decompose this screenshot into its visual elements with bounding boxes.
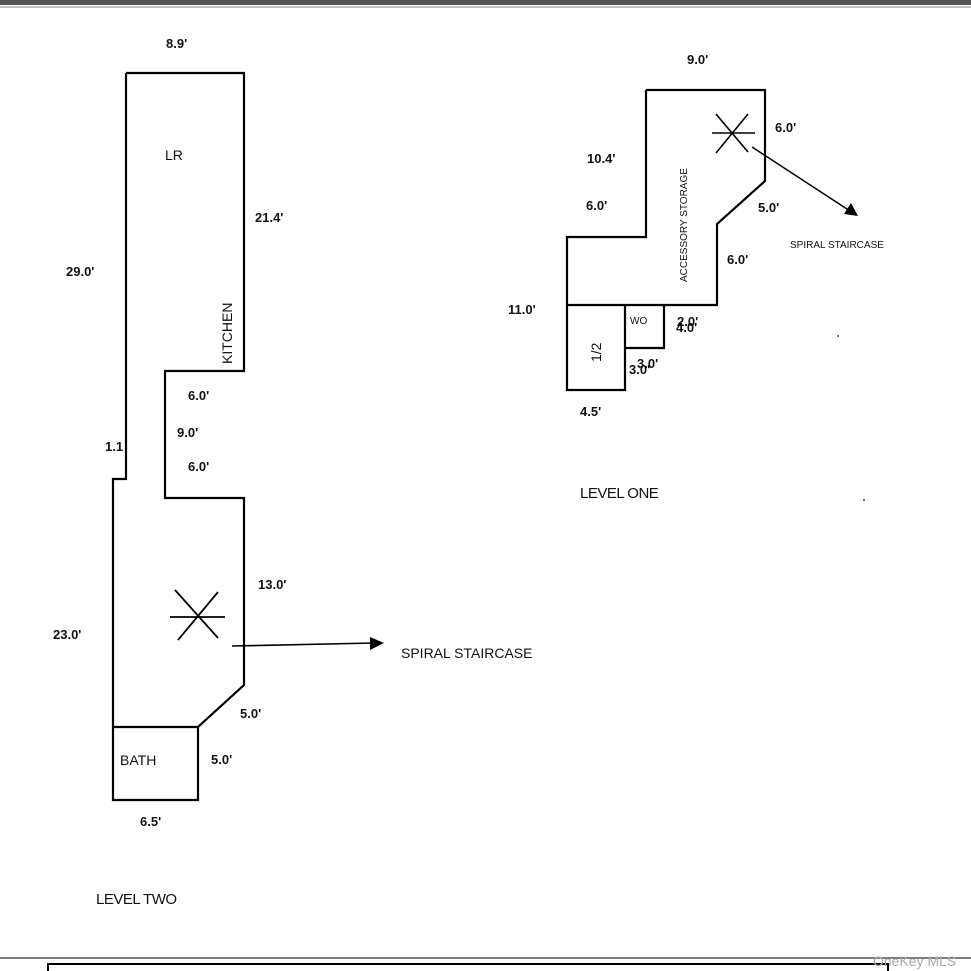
top-border [0, 0, 971, 5]
level-one-plan: 9.0' 6.0' 10.4' ACCESSORY STORAGE 6.0' 5… [508, 52, 884, 502]
dim-step-top-one: 6.0' [586, 198, 607, 213]
staircase-label-one: SPIRAL STAIRCASE [790, 240, 884, 251]
bottom-frame [0, 957, 971, 971]
dim-notch-top: 6.0' [188, 388, 209, 403]
dim-diagonal: 5.0' [240, 706, 261, 721]
dim-jog: 1.1 [105, 439, 123, 454]
dim-notch-side: 9.0' [177, 425, 198, 440]
dim-top-one: 9.0' [687, 52, 708, 67]
speck [837, 335, 839, 337]
dim-left-upper: 29.0' [66, 264, 94, 279]
dim-bath-right: 5.0' [211, 752, 232, 767]
dim-notch-bottom: 6.0' [188, 459, 209, 474]
staircase-label-two: SPIRAL STAIRCASE [401, 645, 532, 661]
room-kitchen: KITCHEN [219, 303, 235, 364]
watermark: OneKey MLS [873, 953, 956, 969]
wo-walls [625, 305, 666, 350]
dim-bottom-one: 4.5' [580, 404, 601, 419]
room-bath: BATH [120, 752, 156, 768]
dim-right-lower-one: 6.0' [727, 252, 748, 267]
room-half-bath: 1/2 [588, 342, 604, 362]
room-wo: WO [630, 316, 647, 327]
room-lr: LR [165, 147, 183, 163]
dim-wo-bottom-b: 3.0' [629, 362, 650, 377]
staircase-arrow-one [751, 146, 858, 216]
spiral-staircase-symbol-two [170, 589, 225, 641]
dim-top: 8.9' [166, 36, 187, 51]
dim-bottom: 6.5' [140, 814, 161, 829]
dim-left-lower: 23.0' [53, 627, 81, 642]
dim-upper-right-one: 6.0' [775, 120, 796, 135]
dim-wo-right-b: 4.0' [676, 320, 697, 335]
dim-right-lower: 13.0' [258, 577, 286, 592]
level-two-plan: 8.9' LR 21.4' 29.0' KITCHEN 6.0' 9.0' 1.… [53, 36, 532, 908]
dim-wo-right-a: 2.0' [677, 314, 698, 329]
room-storage: ACCESSORY STORAGE [679, 168, 690, 282]
level-one-title: LEVEL ONE [580, 485, 659, 502]
dim-left-one: 11.0' [508, 302, 536, 317]
dim-kitchen-right: 21.4' [255, 210, 283, 225]
speck [863, 499, 865, 501]
dim-diagonal-one: 5.0' [758, 200, 779, 215]
staircase-arrow-two [231, 637, 384, 650]
level-one-outline [565, 88, 767, 307]
dim-left-upper-one: 10.4' [587, 151, 615, 166]
level-two-title: LEVEL TWO [96, 891, 177, 908]
spiral-staircase-symbol-one [712, 113, 755, 154]
dim-wo-bottom-a: 3.0' [637, 356, 658, 371]
